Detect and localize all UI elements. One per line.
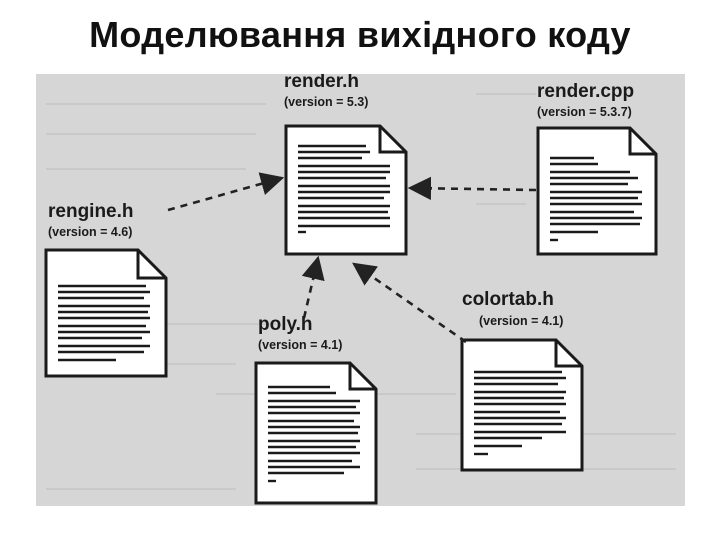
slide-title: Моделювання вихідного коду <box>89 14 631 55</box>
label-rengine-h: rengine.h <box>48 201 134 222</box>
version-rengine-h: (version = 4.6) <box>48 225 133 239</box>
version-render-h: (version = 5.3) <box>284 95 369 109</box>
version-colortab-h: (version = 4.1) <box>479 314 564 328</box>
label-render-h: render.h <box>284 74 359 92</box>
version-poly-h: (version = 4.1) <box>258 338 343 352</box>
version-render-cpp: (version = 5.3.7) <box>537 105 632 119</box>
dependency-arrow-poly-to-render <box>301 255 325 319</box>
file-icon-rengine-h <box>44 248 168 378</box>
label-colortab-h: colortab.h <box>462 289 554 310</box>
dependency-arrow-colortab-to-render <box>352 262 467 344</box>
label-render-cpp: render.cpp <box>537 81 635 102</box>
file-icon-render-cpp <box>536 126 658 256</box>
dependency-arrow-render-cpp-to-render <box>407 176 537 201</box>
dependency-arrow-rengine-to-render <box>167 172 285 212</box>
label-poly-h: poly.h <box>258 314 313 335</box>
diagram-scan: render.h (version = 5.3) render.cpp (ver… <box>36 74 685 506</box>
file-icon-poly-h <box>254 361 378 505</box>
diagram-canvas <box>44 93 676 505</box>
file-icon-render-h <box>284 124 408 256</box>
file-icon-colortab-h <box>460 338 584 472</box>
